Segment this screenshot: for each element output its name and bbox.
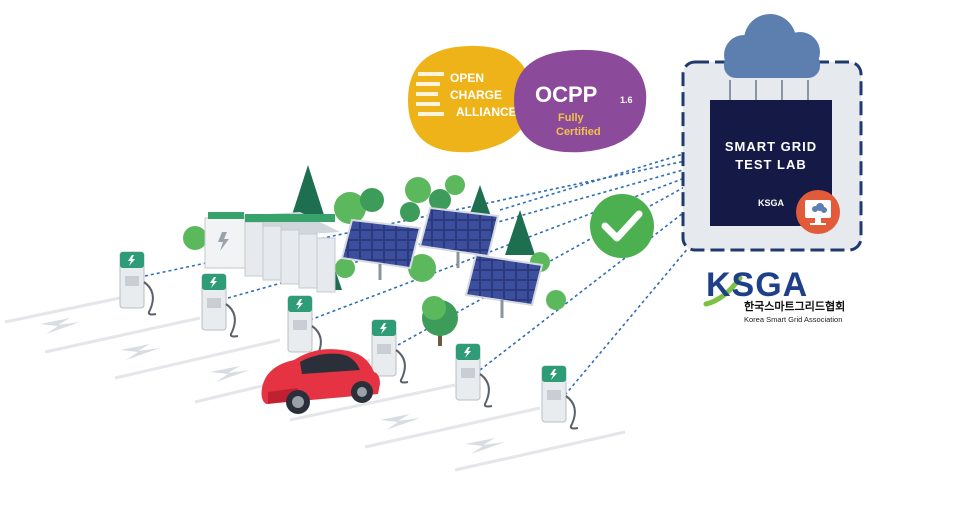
charger: [201, 273, 239, 338]
ocpp-version: 1.6: [620, 95, 633, 105]
battery-bolt-icon: [218, 232, 229, 251]
ksga-logo-text: KSGA: [706, 266, 808, 304]
charger: [119, 251, 157, 316]
cloud-icon: [724, 14, 820, 78]
battery-storage: [204, 212, 340, 293]
lab-line2: TEST LAB: [735, 157, 807, 172]
ksga-english: Korea Smart Grid Association: [744, 315, 842, 324]
charger: [287, 295, 325, 360]
parking-lines: [4, 296, 626, 472]
ocpp-line2: Certified: [556, 126, 601, 138]
oca-badge: OPEN CHARGE ALLIANCE: [408, 45, 533, 153]
ocpp-badge: OCPP 1.6 Fully Certified: [514, 49, 647, 153]
lightning-icon: [40, 318, 505, 454]
ksga-korean: 한국스마트그리드협회: [744, 299, 845, 313]
charger: [541, 365, 579, 430]
oca-line3: ALLIANCE: [456, 105, 517, 119]
lab-logo-small: KSGA: [758, 198, 785, 208]
smart-grid-test-lab: SMART GRID TEST LAB KSGA: [681, 14, 863, 252]
oca-line1: OPEN: [450, 71, 484, 85]
charger: [371, 319, 409, 384]
oca-line2: CHARGE: [450, 88, 502, 102]
ocpp-name: OCPP: [535, 82, 597, 107]
ksga-logo: KSGA 한국스마트그리드협회 Korea Smart Grid Associa…: [703, 266, 845, 324]
electric-car: [261, 349, 380, 414]
solar-panels: [340, 206, 544, 318]
charger: [455, 343, 493, 408]
monitor-cloud-icon: [796, 190, 840, 234]
ocpp-line1: Fully: [558, 112, 585, 124]
trees: [183, 165, 566, 346]
checkmark-icon: [590, 194, 654, 258]
lab-line1: SMART GRID: [725, 139, 817, 154]
